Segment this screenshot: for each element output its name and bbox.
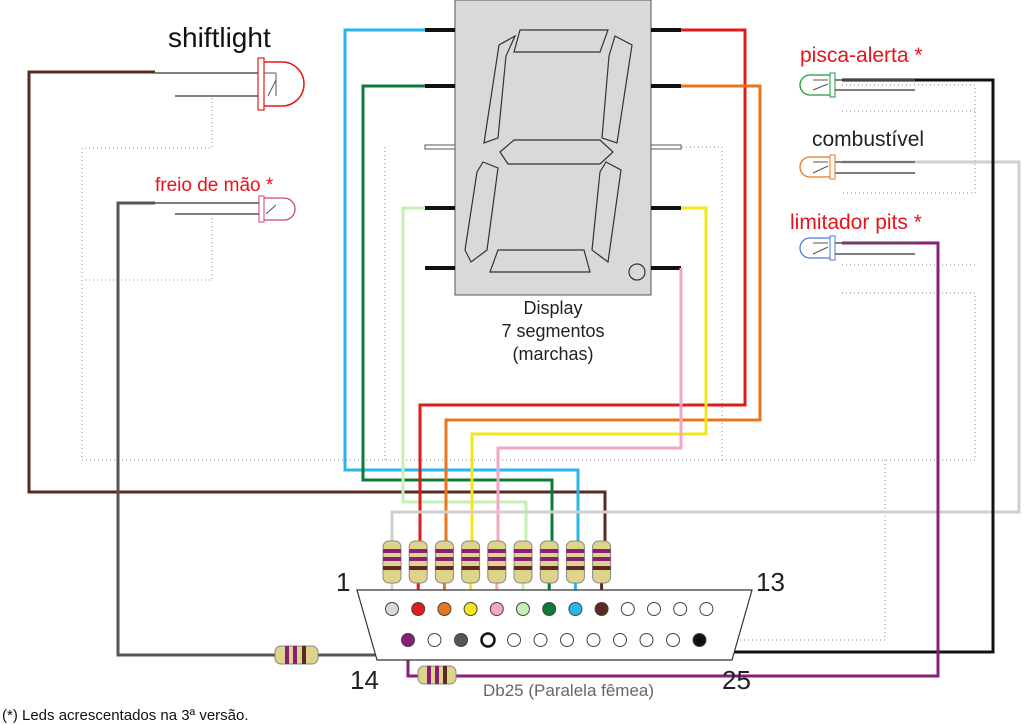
db25-pin [516,602,530,616]
pin-label-1: 1 [336,567,350,597]
db25-pin [463,602,478,616]
label-shiftlight: shiftlight [168,22,271,53]
db25-pin [568,602,583,616]
wire-cyan [343,28,580,548]
resistor-limitador [417,665,457,685]
segment-a [513,29,609,53]
segment-c [591,161,622,264]
segment-f [483,34,517,144]
db25-pin [401,633,415,647]
pin-label-25: 25 [722,665,751,695]
db25-pin [489,602,504,616]
db25-pin [411,602,426,616]
pin-label-14: 14 [350,665,379,695]
dotted-guides [81,84,976,641]
display-caption: (marchas) [512,344,593,364]
wire-freio [116,201,275,657]
wire-red [418,28,747,548]
wire-light-green [401,206,528,548]
segment-b [601,35,633,144]
led-shiftlight [155,57,305,111]
resistor-freio [274,645,319,665]
db25-pin [427,633,442,647]
resistor [461,540,481,608]
resistor [487,540,507,608]
display-title: Display [523,298,582,318]
db25-pin-pisca [480,632,496,648]
label-combustivel: combustível [812,128,924,151]
footnote: (*) Leds acrescentados na 3ª versão. [2,707,249,724]
segment-g [499,139,614,165]
led-freio [155,195,296,223]
display-subtitle: 7 segmentos [501,321,604,341]
wire-green [361,84,554,548]
resistor [513,540,533,608]
db25-pin [385,602,399,616]
db25-connector [356,589,753,661]
db25-pin [507,633,521,647]
db25-pin [533,633,548,647]
db25-pin [673,602,688,616]
label-pisca: pisca-alerta * [800,44,923,67]
segment-e [464,161,499,263]
wire-pink [496,268,683,548]
segment-d [489,249,591,273]
resistor [592,540,612,608]
db25-pin [692,633,707,647]
connector-label: Db25 (Paralela fêmea) [483,681,654,700]
db25-pin [454,633,468,647]
led-limitador [799,235,915,261]
db25-pin [594,602,609,616]
segment-dp [628,263,646,281]
pin-label-13: 13 [756,567,785,597]
db25-pin [699,602,714,616]
db25-pin [560,633,574,647]
db25-pin [542,602,557,616]
label-limitador: limitador pits * [790,211,922,234]
db25-pin [639,633,654,647]
wire-yellow [470,206,708,548]
wire-orange [444,84,762,548]
led-pisca [799,72,915,98]
db25-pin [613,633,627,647]
db25-pin [647,602,661,616]
db25-pin [437,602,452,616]
wire-combustivel [390,160,1021,548]
label-freio: freio de mão * [155,175,274,196]
led-combustivel [799,154,915,180]
db25-pin [666,633,680,647]
db25-pin [620,602,635,616]
db25-pin [586,633,601,647]
seven-segment-display [424,0,682,296]
